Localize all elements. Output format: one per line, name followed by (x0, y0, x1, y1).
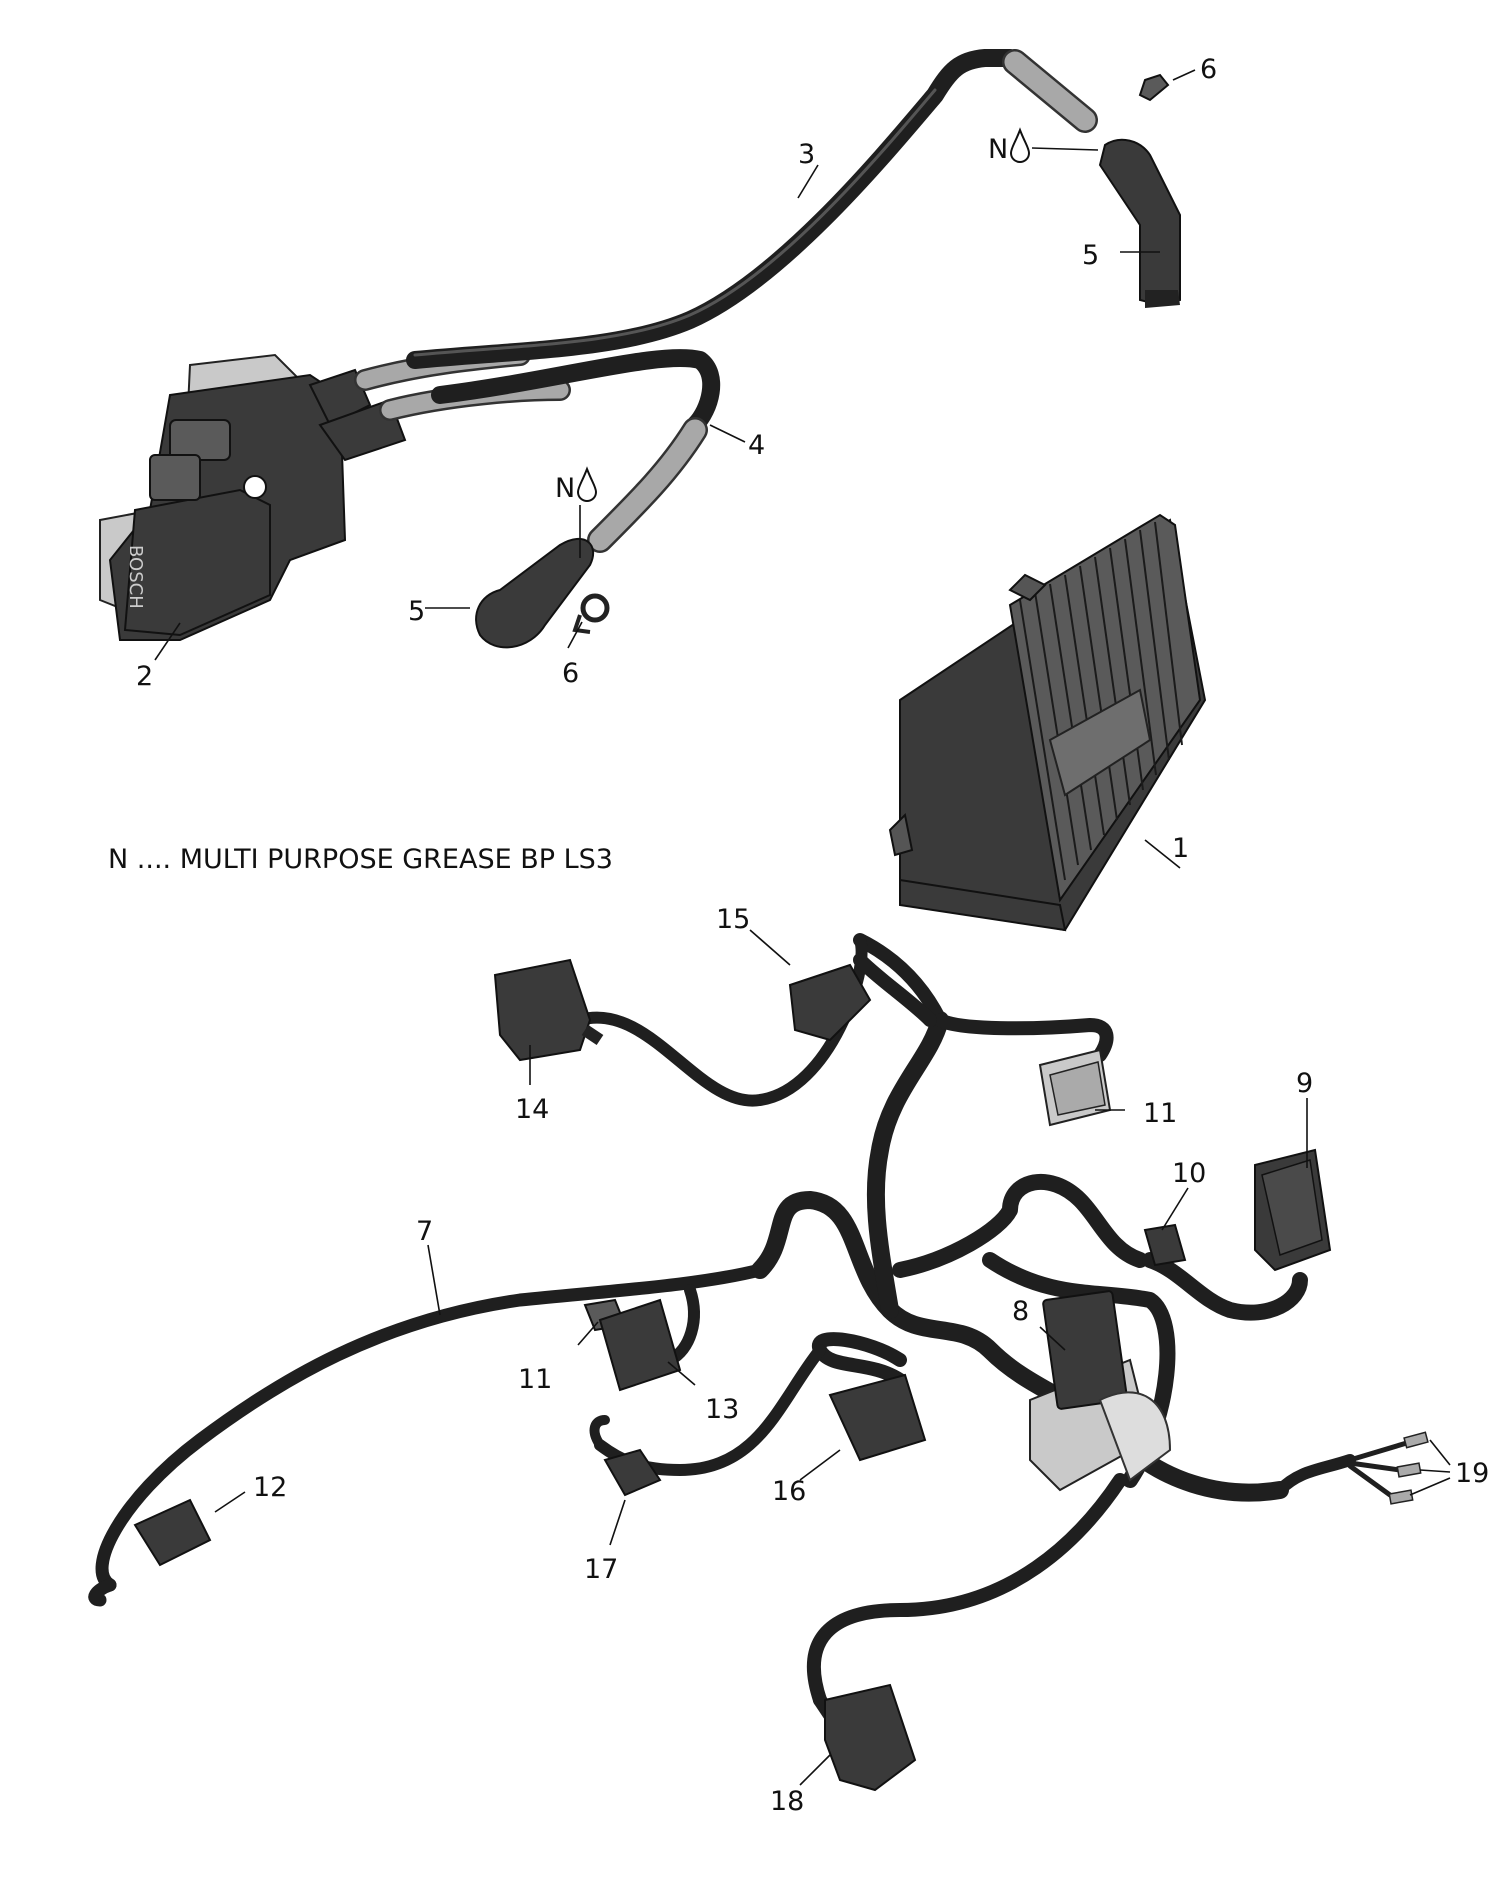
grease-drop-icon (576, 466, 598, 503)
grease-n-label: N (988, 134, 1008, 165)
ecm-connector-8 (1029, 1290, 1172, 1492)
callout-5-lower: 5 (408, 596, 425, 627)
callout-numbers: 1 2 3 4 5 5 6 6 7 8 9 10 11 11 12 13 14 … (136, 54, 1489, 1817)
callout-14: 14 (515, 1094, 549, 1125)
grease-callout-upper: N (988, 127, 1031, 165)
grease-note: N .... MULTI PURPOSE GREASE BP LS3 (108, 844, 613, 875)
spark-plug-cap-upper (1098, 138, 1181, 308)
connector-13 (598, 1298, 682, 1392)
connector-9 (1254, 1148, 1332, 1272)
callout-10: 10 (1172, 1158, 1206, 1189)
coil-brand-label: BOSCH (125, 545, 146, 609)
grease-drop-icon (1009, 127, 1031, 164)
connector-17 (603, 1448, 662, 1497)
engine-control-module (888, 513, 1207, 932)
ignition-coil: BOSCH (99, 353, 407, 641)
callout-13: 13 (705, 1394, 739, 1425)
callout-18: 18 (770, 1786, 804, 1817)
callout-16: 16 (772, 1476, 806, 1507)
callout-12: 12 (253, 1472, 287, 1503)
callout-2: 2 (136, 661, 153, 692)
callout-8: 8 (1012, 1296, 1029, 1327)
connector-12 (133, 1498, 212, 1567)
callout-11-lower: 11 (518, 1364, 552, 1395)
callout-3: 3 (798, 139, 815, 170)
callout-17: 17 (584, 1554, 618, 1585)
callout-19: 19 (1455, 1458, 1489, 1489)
callout-6-lower: 6 (562, 658, 579, 689)
connector-14 (493, 958, 604, 1062)
callout-9: 9 (1296, 1068, 1313, 1099)
grease-callout-lower: N (555, 466, 598, 504)
ecm-fins (1019, 521, 1183, 881)
wiring-harness (88, 933, 1413, 1722)
callout-6-upper: 6 (1200, 54, 1217, 85)
grease-n-label: N (555, 473, 575, 504)
connector-18 (824, 1683, 917, 1792)
callout-5-upper: 5 (1082, 240, 1099, 271)
callout-1: 1 (1172, 833, 1189, 864)
terminals-19 (1388, 1431, 1429, 1505)
spark-plug-cap-lower (475, 538, 595, 649)
callout-15: 15 (716, 904, 750, 935)
clip-upper (1138, 73, 1170, 102)
callout-7: 7 (416, 1216, 433, 1247)
connector-16 (828, 1373, 927, 1462)
high-tension-lead-3 (354, 49, 1098, 391)
leader-lines (154, 69, 1451, 1786)
callout-4: 4 (748, 430, 765, 461)
high-tension-lead-4 (379, 349, 721, 553)
connector-15 (788, 963, 872, 1042)
callout-11-upper: 11 (1143, 1098, 1177, 1129)
clip-lower (572, 593, 610, 634)
connector-11-upper (1038, 1048, 1112, 1127)
